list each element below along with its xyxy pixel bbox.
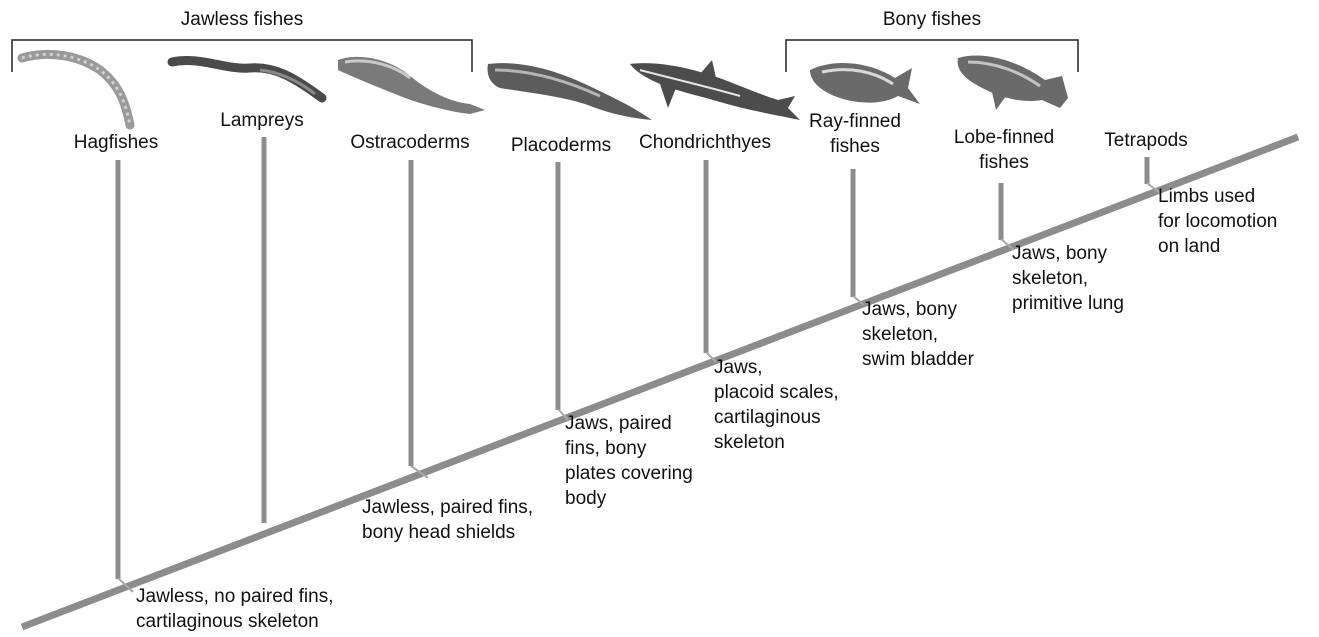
trait-ostracoderms-line-1: Jawless, paired fins,: [362, 496, 533, 519]
taxon-label-lobe-finned-line-1: Lobe-finned: [954, 126, 1054, 149]
trait-chondrichthyes-line-2: placoid scales,: [714, 381, 839, 404]
shark-icon: [630, 60, 800, 120]
main-branch: [22, 137, 1298, 627]
trait-hagfishes-line-2: cartilaginous skeleton: [136, 610, 319, 633]
trait-ostracoderms-line-2: bony head shields: [362, 521, 515, 544]
trait-placoderms-line-4: body: [565, 487, 606, 510]
lamprey-icon: [172, 60, 322, 98]
trait-ray-finned-line-2: skeleton,: [862, 323, 938, 346]
taxon-label-hagfishes: Hagfishes: [74, 131, 159, 154]
trait-hagfishes-line-1: Jawless, no paired fins,: [136, 585, 334, 608]
group-title-bony-fishes: Bony fishes: [883, 8, 981, 31]
trait-tetrapods-line-3: on land: [1158, 235, 1220, 258]
ray-finned-fish-icon: [810, 63, 920, 104]
ostracoderm-icon: [338, 57, 485, 114]
trait-chondrichthyes-line-4: skeleton: [714, 431, 785, 454]
trait-placoderms-line-1: Jaws, paired: [565, 412, 672, 435]
taxon-label-ostracoderms: Ostracoderms: [350, 131, 469, 154]
taxon-label-ray-finned-line-2: fishes: [830, 135, 880, 158]
lobe-finned-fish-icon: [958, 55, 1068, 110]
trait-ray-finned-line-3: swim bladder: [862, 348, 974, 371]
trait-ray-finned-line-1: Jaws, bony: [862, 298, 957, 321]
taxon-label-tetrapods: Tetrapods: [1104, 129, 1187, 152]
taxon-label-placoderms: Placoderms: [511, 134, 611, 157]
placoderm-icon: [488, 63, 653, 120]
trait-lobe-finned-line-1: Jaws, bony: [1012, 242, 1107, 265]
trait-tetrapods-line-2: for locomotion: [1158, 210, 1277, 233]
trait-lobe-finned-line-3: primitive lung: [1012, 292, 1124, 315]
taxon-label-chondrichthyes: Chondrichthyes: [639, 131, 771, 154]
trait-tetrapods-line-1: Limbs used: [1158, 185, 1255, 208]
hagfish-icon: [22, 54, 130, 125]
trait-chondrichthyes-line-1: Jaws,: [714, 356, 763, 379]
trait-chondrichthyes-line-3: cartilaginous: [714, 406, 821, 429]
taxon-label-ray-finned-line-1: Ray-finned: [809, 110, 901, 133]
taxon-label-lampreys: Lampreys: [220, 109, 303, 132]
group-title-jawless-fishes: Jawless fishes: [181, 8, 304, 31]
trait-lobe-finned-line-2: skeleton,: [1012, 267, 1088, 290]
trait-placoderms-line-2: fins, bony: [565, 437, 646, 460]
trait-placoderms-line-3: plates covering: [565, 462, 693, 485]
taxon-label-lobe-finned-line-2: fishes: [979, 151, 1029, 174]
